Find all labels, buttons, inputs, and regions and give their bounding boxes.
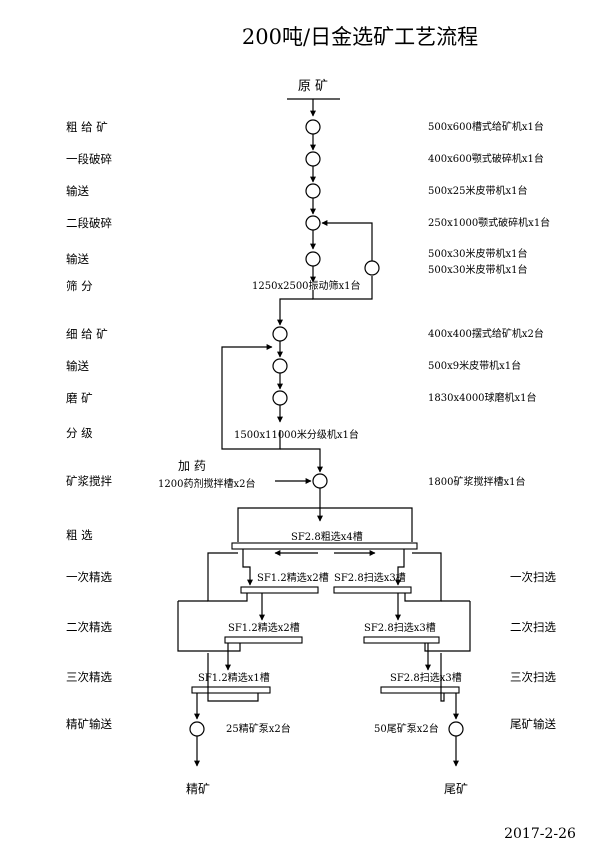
equip-rougher-cell: SF2.8粗选x4槽 [291, 530, 363, 543]
scav2-conc-return [424, 601, 471, 652]
label-scav1: 一次扫选 [510, 570, 556, 584]
scav3-cell [380, 686, 460, 694]
scav1-cell [333, 586, 412, 594]
equip-clean3-cell: SF1.2精选x1槽 [198, 671, 270, 684]
scav2-cell [363, 636, 440, 644]
equip-feeder1: 500x600槽式给矿机x1台 [428, 120, 544, 133]
screen-oversize-line [312, 276, 373, 300]
equip-crusher2: 250x1000颚式破碎机x1台 [428, 216, 550, 229]
equip-tail-pump: 50尾矿泵x2台 [374, 722, 439, 735]
rougher-recycle-left [237, 507, 320, 542]
return-belt-node [364, 260, 380, 276]
crusher2-node [305, 215, 321, 231]
cleaner2-tail-return [177, 601, 241, 652]
fine-feeder-node [272, 326, 288, 342]
label-clean3: 三次精选 [66, 670, 112, 684]
cleaner3-tail-return [207, 653, 259, 702]
label-crush1: 一段破碎 [66, 152, 112, 166]
equip-clean2-cell: SF1.2精选x2槽 [228, 621, 300, 634]
equip-scav3-cell: SF2.8扫选x3槽 [390, 671, 462, 684]
classifier-return-line [221, 344, 281, 450]
product-concentrate: 精矿 [186, 782, 210, 796]
cleaner3-cell [191, 686, 271, 694]
equip-reagent-tank: 1200药剂搅拌槽x2台 [158, 477, 255, 490]
cleaner2-cell [224, 636, 303, 644]
cleaner1-cell [240, 586, 319, 594]
label-convey1: 输送 [66, 184, 89, 198]
label-grind: 磨 矿 [66, 391, 93, 405]
slurry-tank-node [312, 473, 328, 489]
undersize-line [277, 298, 313, 326]
equip-classifier: 1500x11000米分级机x1台 [234, 428, 359, 441]
rougher-cell [231, 542, 418, 550]
tail-pump-node [448, 721, 464, 737]
belt3-node [272, 358, 288, 374]
reagent-label: 加 药 [178, 459, 206, 473]
label-clean2: 二次精选 [66, 620, 112, 634]
label-tail-transport: 尾矿输送 [510, 717, 556, 731]
scav1-conc-return [404, 552, 442, 602]
equip-clean1-cell: SF1.2精选x2槽 [257, 571, 329, 584]
label-clean1: 一次精选 [66, 570, 112, 584]
page-title: 200吨/日金选矿工艺流程 [242, 25, 478, 49]
equip-scav2-cell: SF2.8扫选x3槽 [364, 621, 436, 634]
label-convey2: 输送 [66, 252, 89, 266]
equip-belt1: 500x25米皮带机x1台 [428, 184, 527, 197]
equip-screen: 1250x2500振动筛x1台 [252, 279, 361, 292]
ball-mill-node [272, 390, 288, 406]
label-convey3: 输送 [66, 359, 89, 373]
overflow-line [280, 448, 323, 473]
coarse-feeder-node [305, 119, 321, 135]
belt1-node [305, 183, 321, 199]
rougher-conc-line [242, 549, 253, 586]
equip-scav1-cell: SF2.8扫选x3槽 [334, 571, 406, 584]
equip-belt2a: 500x30米皮带机x1台 [428, 247, 527, 260]
label-coarse-feed: 粗 给 矿 [66, 120, 108, 134]
equip-conc-pump: 25精矿泵x2台 [226, 722, 291, 735]
equip-belt2b: 500x30米皮带机x1台 [428, 263, 527, 276]
label-classify: 分 级 [66, 426, 93, 440]
date-label: 2017-2-26 [504, 826, 576, 842]
belt2-node [305, 251, 321, 267]
label-screen: 筛 分 [66, 279, 93, 293]
label-slurry-mix: 矿浆搅拌 [66, 474, 112, 488]
product-tailings: 尾矿 [444, 782, 468, 796]
equip-jaw-crusher: 400x600颚式破碎机x1台 [428, 152, 544, 165]
label-fine-feed: 细 给 矿 [66, 327, 108, 341]
label-crush2: 二段破碎 [66, 216, 112, 230]
equip-feeder2: 400x400摆式给矿机x2台 [428, 327, 544, 340]
feed-label: 原 矿 [298, 79, 328, 94]
jaw-crusher-node [305, 151, 321, 167]
return-line [321, 220, 373, 261]
label-conc-transport: 精矿输送 [66, 717, 112, 731]
cleaner1-tail-return [207, 552, 248, 602]
scav3-conc-return [440, 653, 445, 702]
label-scav3: 三次扫选 [510, 670, 556, 684]
equip-ball-mill: 1830x4000球磨机x1台 [428, 391, 537, 404]
equip-slurry-tank: 1800矿浆搅拌槽x1台 [428, 475, 525, 488]
rougher-recycle-right [320, 507, 413, 542]
equip-belt3: 500x9米皮带机x1台 [428, 359, 521, 372]
label-rougher: 粗 选 [66, 528, 93, 542]
label-scav2: 二次扫选 [510, 620, 556, 634]
conc-pump-node [189, 721, 205, 737]
rougher-tail-line [395, 549, 405, 586]
